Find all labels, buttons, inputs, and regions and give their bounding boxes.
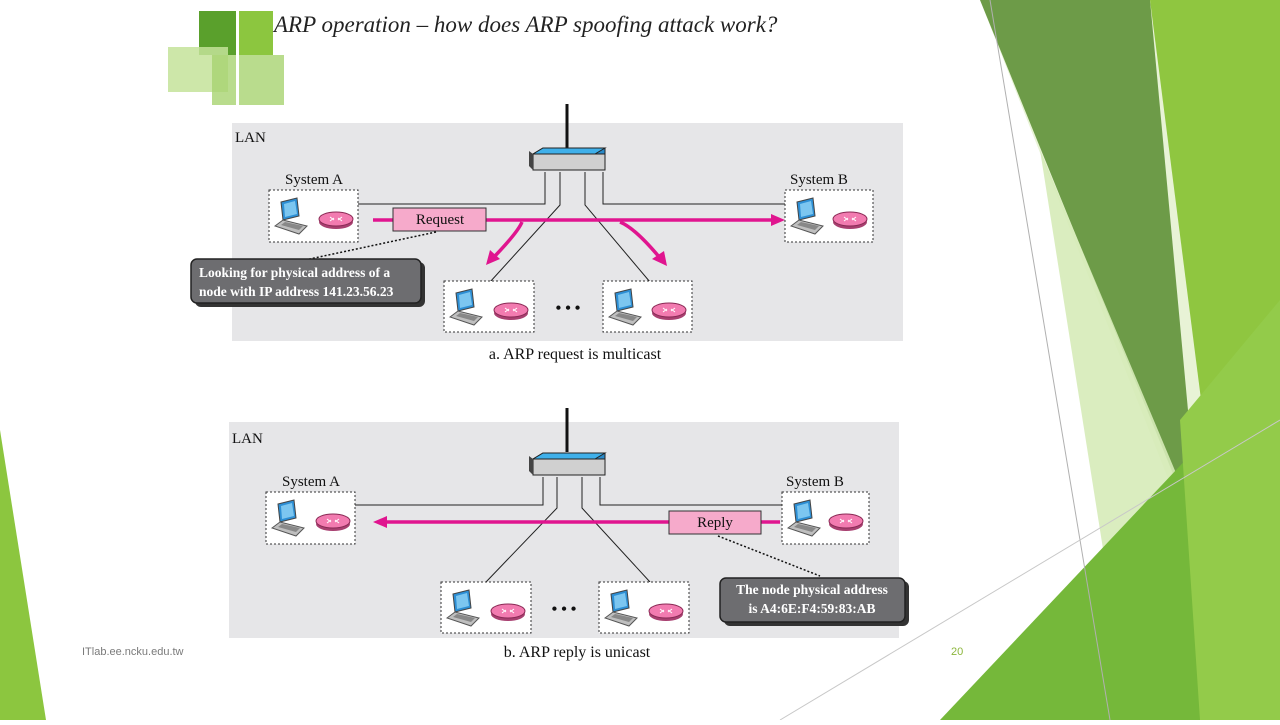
caption-b: b. ARP reply is unicast (504, 644, 651, 661)
switch-icon (528, 147, 606, 171)
reply-callout-line1: The node physical address (736, 582, 888, 597)
diagram-a: LAN System A System B • • • (190, 104, 903, 363)
lan-label: LAN (232, 431, 263, 447)
router-icon (828, 513, 864, 532)
decor-left-triangle (0, 430, 46, 720)
switch-icon (528, 452, 606, 476)
more-nodes-dots: • • • (552, 601, 577, 618)
reply-packet (668, 510, 762, 535)
more-nodes-dots: • • • (556, 300, 581, 317)
request-packet (392, 207, 487, 232)
caption-a: a. ARP request is multicast (489, 346, 662, 363)
system-b-label: System B (790, 172, 848, 188)
router-icon (493, 302, 529, 321)
system-a-label: System A (285, 172, 343, 188)
reply-callout-line2: is A4:6E:F4:59:83:AB (748, 601, 875, 616)
request-callout-line2: node with IP address 141.23.56.23 (199, 284, 394, 299)
request-callout-line1: Looking for physical address of a (199, 265, 390, 280)
reply-packet-label: Reply (697, 515, 733, 531)
router-icon (318, 211, 354, 230)
router-icon (651, 302, 687, 321)
footer-site: ITlab.ee.ncku.edu.tw (82, 646, 184, 658)
diagram-b: LAN System A System B • • • Reply The no… (229, 408, 909, 661)
router-icon (832, 211, 868, 230)
router-icon (648, 603, 684, 622)
decor-right-triangles (779, 0, 1280, 721)
reply-callout (719, 577, 906, 623)
router-icon (315, 513, 351, 532)
request-callout (190, 258, 422, 304)
page-number: 20 (951, 646, 964, 658)
system-a-label: System A (282, 474, 340, 490)
router-icon (490, 603, 526, 622)
request-packet-label: Request (416, 212, 465, 228)
system-b-label: System B (786, 474, 844, 490)
decor-squares (168, 0, 284, 105)
slide-title: ARP operation – how does ARP spoofing at… (274, 12, 778, 37)
lan-label: LAN (235, 130, 266, 146)
